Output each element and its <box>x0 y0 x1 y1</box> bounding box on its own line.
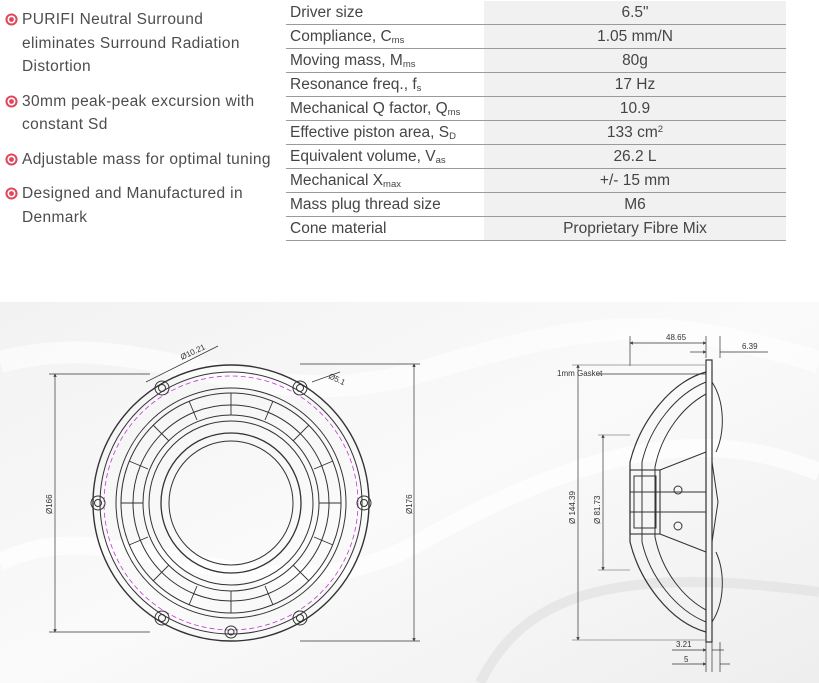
feature-text: Designed and Manufactured in Denmark <box>22 185 243 226</box>
spec-value: 133 cm2 <box>484 120 786 145</box>
spec-label: Equivalent volume, Vas <box>286 144 484 169</box>
dim-diameter-small: Ø 81.73 <box>593 495 602 524</box>
table-row: Mechanical Xmax+/- 15 mm <box>286 168 786 193</box>
target-bullet-icon <box>5 13 18 26</box>
spec-value: 10.9 <box>484 96 786 121</box>
target-bullet-icon <box>5 152 18 166</box>
feature-item: Designed and Manufactured in Denmark <box>4 182 274 229</box>
spec-label: Mechanical Xmax <box>286 168 484 193</box>
dim-flange: 6.39 <box>742 342 758 351</box>
feature-text: 30mm peak-peak excursion with constant S… <box>22 92 255 134</box>
spec-value: +/- 15 mm <box>484 168 786 193</box>
feature-item: 30mm peak-peak excursion with constant S… <box>4 90 274 137</box>
mount-holes <box>90 380 372 639</box>
spec-value: 6.5" <box>484 1 786 25</box>
spec-value: 26.2 L <box>484 144 786 169</box>
spec-value: 17 Hz <box>484 72 786 97</box>
feature-list: PURIFI Neutral Surround eliminates Surro… <box>4 8 274 229</box>
dim-diameter-large: Ø 144.39 <box>568 491 577 524</box>
spec-label: Compliance, Cms <box>286 24 484 49</box>
feature-item: PURIFI Neutral Surround eliminates Surro… <box>4 8 274 79</box>
spec-label: Driver size <box>286 1 484 25</box>
side-view <box>572 336 768 672</box>
spec-label: Cone material <box>286 216 484 241</box>
dim-depth: 48.65 <box>666 333 687 342</box>
spec-label: Mass plug thread size <box>286 192 484 217</box>
spec-value: M6 <box>484 192 786 217</box>
technical-drawing: Ø10.21 Ø5.1 Ø166 Ø176 <box>0 302 819 683</box>
spec-value: 1.05 mm/N <box>484 24 786 49</box>
target-bullet-icon <box>5 187 18 200</box>
front-view <box>49 345 420 642</box>
feature-item: Adjustable mass for optimal tuning <box>4 148 274 172</box>
feature-text: Adjustable mass for optimal tuning <box>22 150 271 168</box>
target-bullet-icon <box>5 94 18 108</box>
feature-text: PURIFI Neutral Surround eliminates Surro… <box>22 11 240 75</box>
dim-bottom-2: 5 <box>684 655 689 664</box>
spec-label: Resonance freq., fs <box>286 72 484 97</box>
dim-inner: Ø166 <box>45 494 54 514</box>
dim-bottom-1: 3.21 <box>676 640 692 649</box>
spec-value: 80g <box>484 48 786 73</box>
spec-label: Mechanical Q factor, Qms <box>286 96 484 121</box>
mount-circle <box>103 375 359 631</box>
spec-value: Proprietary Fibre Mix <box>484 216 786 241</box>
spec-label: Effective piston area, SD <box>286 120 484 145</box>
gasket-label: 1mm Gasket <box>557 369 603 378</box>
spec-label: Moving mass, Mms <box>286 48 484 73</box>
dim-outer: Ø176 <box>405 494 414 514</box>
